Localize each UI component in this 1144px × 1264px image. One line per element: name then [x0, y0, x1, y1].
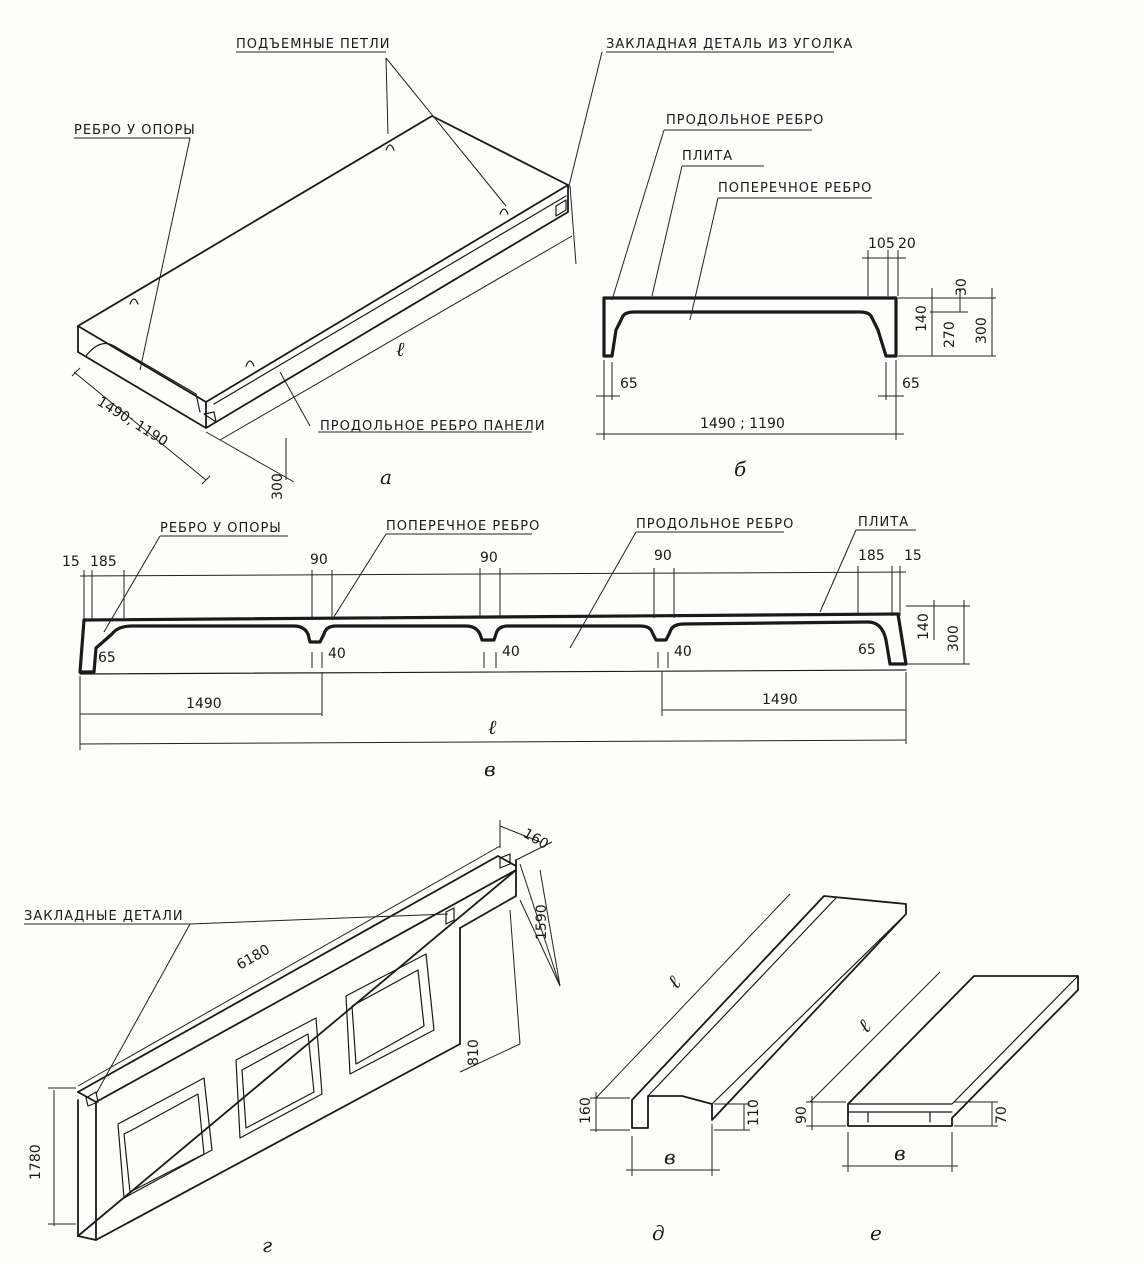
dim-b-30: 30: [954, 278, 970, 296]
dim-b-width: 1490 ; 1190: [700, 416, 785, 432]
dim-v-90-1: 90: [310, 552, 328, 568]
figure-d-slab: [590, 893, 907, 1176]
label-support-rib-v: РЕБРО У ОПОРЫ: [160, 521, 282, 536]
dim-v-40-1: 40: [328, 646, 346, 662]
dim-g-6180: 6180: [234, 942, 273, 974]
dim-v-90-3: 90: [654, 548, 672, 564]
dim-v-65-right: 65: [858, 642, 876, 658]
dim-v-length: ℓ: [488, 715, 497, 739]
dim-v-1490-right: 1490: [762, 692, 798, 708]
figure-g-wall-panel: [24, 820, 561, 1241]
dim-v-15-left: 15: [62, 554, 80, 570]
dim-g-1590: 1590: [534, 904, 550, 940]
label-long-rib: ПРОДОЛЬНОЕ РЕБРО: [666, 113, 824, 128]
dim-v-185-left: 185: [90, 554, 117, 570]
dim-b-top-gap: 20: [898, 236, 916, 252]
dim-e-90: 90: [794, 1106, 810, 1124]
dim-d-width: в: [664, 1145, 676, 1169]
dim-v-65-left: 65: [98, 650, 116, 666]
label-cross-rib: ПОПЕРЕЧНОЕ РЕБРО: [718, 181, 872, 196]
dim-a-height: 300: [270, 473, 286, 500]
figure-b-section: [596, 129, 996, 440]
dim-b-270: 270: [942, 321, 958, 348]
label-cross-rib-v: ПОПЕРЕЧНОЕ РЕБРО: [386, 519, 540, 534]
caption-a: а: [380, 465, 392, 489]
label-angle-embed: ЗАКЛАДНАЯ ДЕТАЛЬ ИЗ УГОЛКА: [606, 37, 853, 52]
figure-a-panel: [71, 51, 834, 485]
label-lifting-loops: ПОДЪЕМНЫЕ ПЕТЛИ: [236, 37, 390, 52]
dim-v-185-right: 185: [858, 548, 885, 564]
dim-b-top-rib: 105: [868, 236, 895, 252]
dim-e-width: в: [894, 1141, 906, 1165]
caption-e: е: [870, 1221, 882, 1245]
dim-e-length: ℓ: [853, 1014, 876, 1038]
dim-b-300: 300: [974, 317, 990, 344]
dim-g-160: 160: [520, 826, 551, 853]
dim-g-1780: 1780: [28, 1144, 44, 1180]
label-support-rib: РЕБРО У ОПОРЫ: [74, 123, 196, 138]
figure-v-section: [78, 529, 970, 750]
dim-g-810: 810: [466, 1039, 482, 1066]
dim-v-1490-left: 1490: [186, 696, 222, 712]
dim-v-40-2: 40: [502, 644, 520, 660]
caption-b: б: [734, 457, 747, 481]
caption-d: д: [652, 1221, 665, 1245]
dim-v-300: 300: [946, 625, 962, 652]
dim-d-160: 160: [578, 1097, 594, 1124]
dim-a-width: 1490; 1190: [94, 394, 171, 450]
label-long-rib-v: ПРОДОЛЬНОЕ РЕБРО: [636, 517, 794, 532]
dim-a-length: ℓ: [396, 337, 405, 361]
dim-d-110: 110: [746, 1099, 762, 1126]
dim-b-140: 140: [914, 305, 930, 332]
dim-v-40-3: 40: [674, 644, 692, 660]
dim-v-15-right: 15: [904, 548, 922, 564]
dim-b-right-65: 65: [902, 376, 920, 392]
caption-g: г: [262, 1233, 272, 1257]
label-slab-v: ПЛИТА: [858, 515, 909, 530]
label-embedded-parts: ЗАКЛАДНЫЕ ДЕТАЛИ: [24, 909, 184, 924]
dim-v-140: 140: [916, 613, 932, 640]
dim-v-90-2: 90: [480, 550, 498, 566]
dim-d-length: ℓ: [662, 970, 686, 993]
label-slab: ПЛИТА: [682, 149, 733, 164]
figure-e-slab: [806, 971, 1079, 1172]
dim-e-70: 70: [994, 1106, 1010, 1124]
dim-b-left-65: 65: [620, 376, 638, 392]
label-panel-long-rib: ПРОДОЛЬНОЕ РЕБРО ПАНЕЛИ: [320, 419, 546, 434]
caption-v: в: [484, 757, 496, 781]
